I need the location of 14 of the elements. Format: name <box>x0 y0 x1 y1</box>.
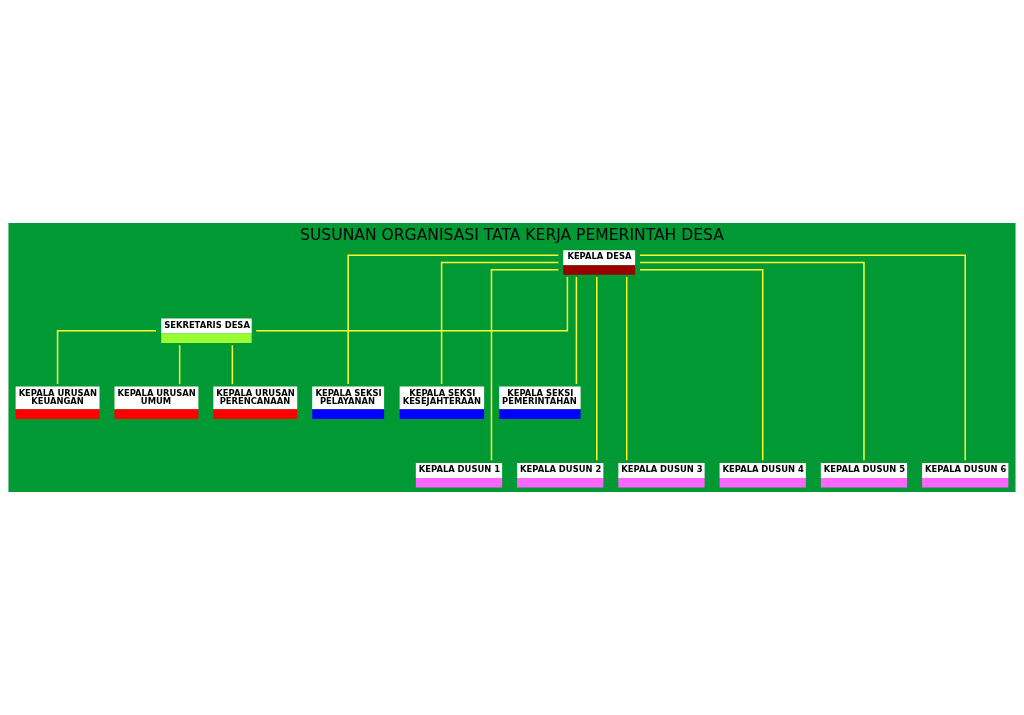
connector <box>639 254 966 461</box>
connector <box>626 276 628 461</box>
connector <box>231 344 234 385</box>
connector <box>56 330 157 385</box>
connector <box>575 276 578 385</box>
connector <box>639 269 764 461</box>
connector <box>255 276 569 332</box>
connector <box>639 261 865 461</box>
connector <box>178 344 181 385</box>
connector <box>596 276 598 461</box>
connector <box>347 254 560 385</box>
connector <box>440 261 560 385</box>
diagram-title: SUSUNAN ORGANISASI TATA KERJA PEMERINTAH DESA <box>300 226 724 245</box>
connector <box>490 269 560 461</box>
